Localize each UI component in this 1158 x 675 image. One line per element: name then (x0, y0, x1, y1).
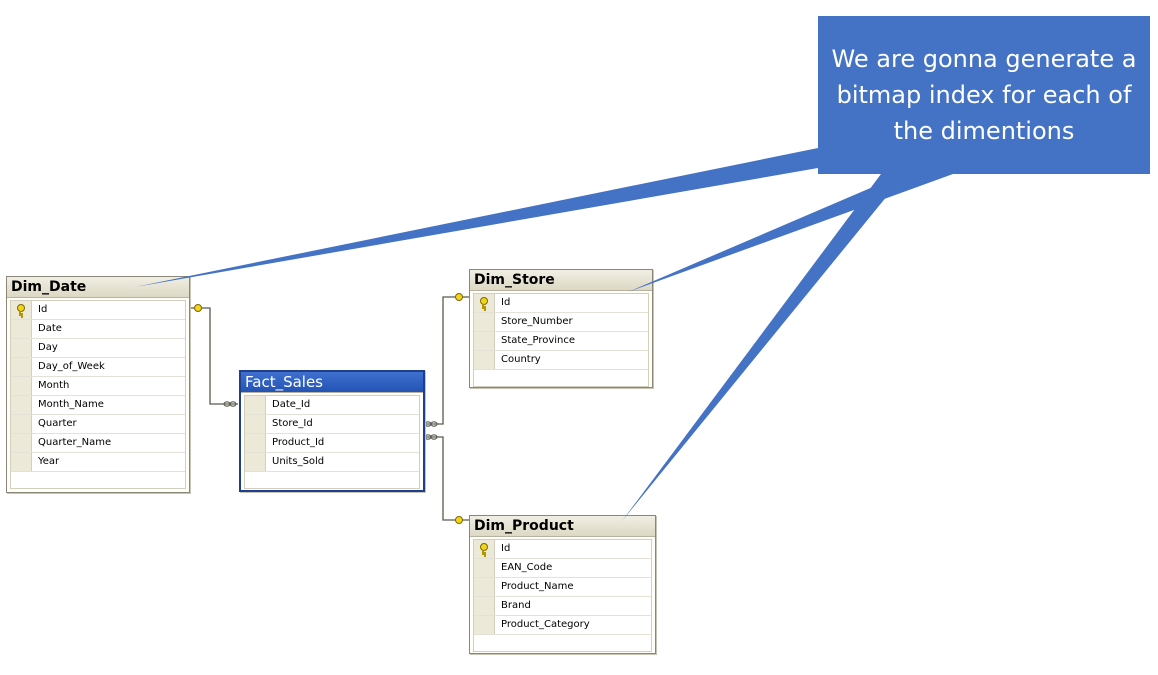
one-end-key-marker (455, 516, 463, 524)
column-row[interactable]: Date (11, 320, 185, 339)
table-title[interactable]: Dim_Date (7, 277, 189, 298)
one-end-key-marker (455, 293, 463, 301)
column-row[interactable]: Units_Sold (245, 453, 419, 472)
table-title[interactable]: Dim_Store (470, 270, 652, 291)
column-row[interactable]: Quarter_Name (11, 434, 185, 453)
many-end-infinity-marker (223, 401, 237, 407)
relationship-line-date[interactable] (190, 307, 238, 405)
table-title[interactable]: Fact_Sales (241, 372, 423, 393)
column-row[interactable]: Month_Name (11, 396, 185, 415)
relationship-line-store[interactable] (423, 296, 470, 425)
many-end-infinity-marker (424, 421, 438, 427)
column-row[interactable]: Product_Name (474, 578, 651, 597)
column-list: Id EAN_Code Product_Name Brand Product_C… (473, 539, 652, 652)
column-list: Id Store_Number State_Province Country (473, 293, 649, 387)
column-row[interactable]: Id (474, 540, 651, 559)
primary-key-icon (16, 304, 26, 316)
column-row[interactable]: Day_of_Week (11, 358, 185, 377)
column-row[interactable]: Year (11, 453, 185, 472)
primary-key-icon (479, 297, 489, 309)
column-row[interactable]: Quarter (11, 415, 185, 434)
column-row[interactable]: Product_Id (245, 434, 419, 453)
many-end-infinity-marker (424, 434, 438, 440)
column-row[interactable]: Store_Id (245, 415, 419, 434)
column-list: Id Date Day Day_of_Week Month Month_Name… (10, 300, 186, 489)
column-row[interactable]: State_Province (474, 332, 648, 351)
column-row[interactable]: Month (11, 377, 185, 396)
callout-text: We are gonna generate a bitmap index for… (831, 45, 1137, 145)
relationship-line-product[interactable] (423, 436, 470, 521)
column-row[interactable]: Id (11, 301, 185, 320)
table-fact-sales[interactable]: Fact_Sales Date_Id Store_Id Product_Id U… (239, 370, 425, 492)
column-row[interactable]: Store_Number (474, 313, 648, 332)
column-row[interactable]: Day (11, 339, 185, 358)
primary-key-icon (479, 543, 489, 555)
column-row[interactable]: Product_Category (474, 616, 651, 635)
column-row[interactable]: Id (474, 294, 648, 313)
table-dim-store[interactable]: Dim_Store Id Store_Number State_Province… (469, 269, 653, 388)
column-row[interactable]: Country (474, 351, 648, 370)
column-row[interactable]: Brand (474, 597, 651, 616)
table-dim-product[interactable]: Dim_Product Id EAN_Code Product_Name Bra… (469, 515, 656, 654)
table-title[interactable]: Dim_Product (470, 516, 655, 537)
one-end-key-marker (194, 304, 202, 312)
column-row[interactable]: EAN_Code (474, 559, 651, 578)
column-list: Date_Id Store_Id Product_Id Units_Sold (244, 395, 420, 489)
column-row[interactable]: Date_Id (245, 396, 419, 415)
table-dim-date[interactable]: Dim_Date Id Date Day Day_of_Week Month M… (6, 276, 190, 493)
